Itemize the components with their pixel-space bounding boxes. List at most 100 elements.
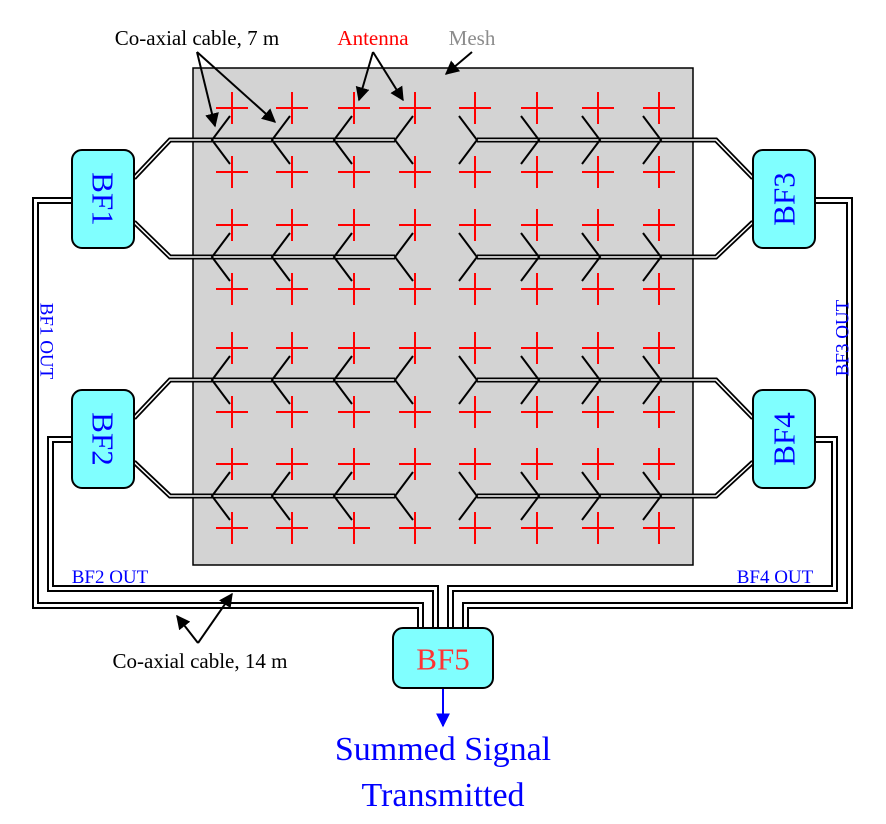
beamformer-bf4: BF4 [752, 389, 816, 489]
antenna-element [399, 156, 431, 188]
feed-branch [581, 232, 602, 282]
callout-arrows-top [196, 51, 473, 128]
bf1-label: BF1 [86, 172, 121, 225]
antenna-element [338, 448, 370, 480]
bus-cable [132, 220, 395, 260]
antenna-element [521, 209, 553, 241]
feed-branch [520, 355, 541, 405]
antenna-element [216, 273, 248, 305]
antenna-element [521, 156, 553, 188]
antenna-element [521, 92, 553, 124]
coax-14m-label: Co-axial cable, 14 m [113, 649, 288, 673]
feed-branch [642, 232, 663, 282]
antenna-element [216, 332, 248, 364]
beamformer-bf5: BF5 [392, 627, 494, 689]
antenna-element [399, 448, 431, 480]
bf2-out-label: BF2 OUT [72, 567, 149, 588]
antenna-element [521, 273, 553, 305]
feed-branch [393, 115, 414, 165]
summed-signal-line1: Summed Signal [335, 731, 551, 768]
antenna-element [521, 332, 553, 364]
feed-branch [581, 115, 602, 165]
bf4-out-label: BF4 OUT [737, 567, 814, 588]
antenna-element [459, 448, 491, 480]
antenna-element [521, 448, 553, 480]
antenna-element [276, 209, 308, 241]
cable-buses [132, 137, 755, 499]
feed-branch [581, 355, 602, 405]
antenna-element [338, 396, 370, 428]
feed-branch [642, 115, 663, 165]
callout-arrows-14m [176, 592, 233, 644]
antenna-element [643, 332, 675, 364]
antenna-label: Antenna [337, 26, 409, 50]
antenna-element [276, 512, 308, 544]
feed-branch [210, 355, 231, 405]
antenna-element [399, 396, 431, 428]
feed-branch [458, 471, 479, 521]
antenna-element [582, 156, 614, 188]
antenna-element [276, 92, 308, 124]
antenna-element [521, 396, 553, 428]
antenna-element [582, 273, 614, 305]
feed-branch [393, 355, 414, 405]
antenna-element [643, 92, 675, 124]
mesh-ground-plane [192, 67, 694, 566]
antenna-element [399, 92, 431, 124]
antenna-element [276, 448, 308, 480]
antenna-element [459, 512, 491, 544]
feed-branch [642, 471, 663, 521]
antenna-element [338, 209, 370, 241]
bus-cable [477, 220, 755, 260]
antenna-element [459, 396, 491, 428]
antenna-element [643, 448, 675, 480]
antenna-feed-cables [210, 115, 663, 521]
feed-branch [210, 115, 231, 165]
bus-cable [477, 137, 755, 180]
antenna-element [216, 156, 248, 188]
antenna-element [582, 448, 614, 480]
antenna-element [216, 92, 248, 124]
antenna-element [582, 396, 614, 428]
antenna-element [459, 273, 491, 305]
feed-branch [520, 471, 541, 521]
antenna-element [582, 332, 614, 364]
bf2-label: BF2 [86, 412, 121, 465]
feed-branch [332, 115, 353, 165]
feed-branch [270, 232, 291, 282]
bus-cable [477, 460, 755, 499]
feed-branch [642, 355, 663, 405]
antenna-element [459, 92, 491, 124]
antenna-element [338, 156, 370, 188]
antenna-element [338, 512, 370, 544]
bus-cable [132, 460, 395, 499]
antenna-element [399, 273, 431, 305]
antenna-element [459, 209, 491, 241]
antenna-element [643, 512, 675, 544]
bus-cable [132, 137, 395, 180]
antenna-element [459, 156, 491, 188]
feed-branch [520, 232, 541, 282]
feed-branch [270, 355, 291, 405]
feed-branch [270, 115, 291, 165]
feed-branch [458, 355, 479, 405]
feed-branch [332, 355, 353, 405]
antenna-element [582, 512, 614, 544]
antenna-element [216, 448, 248, 480]
mesh-label: Mesh [449, 26, 496, 50]
beamformer-bf3: BF3 [752, 149, 816, 249]
antenna-element [643, 396, 675, 428]
feed-branch [581, 471, 602, 521]
antenna-element [521, 512, 553, 544]
bf4-label: BF4 [767, 412, 802, 466]
coax-7m-label: Co-axial cable, 7 m [115, 26, 279, 50]
antenna-element [582, 209, 614, 241]
bus-cable [132, 377, 395, 420]
antenna-element [338, 273, 370, 305]
antenna-element [399, 512, 431, 544]
antenna-element [276, 332, 308, 364]
antenna-element [216, 396, 248, 428]
antenna-element [399, 209, 431, 241]
